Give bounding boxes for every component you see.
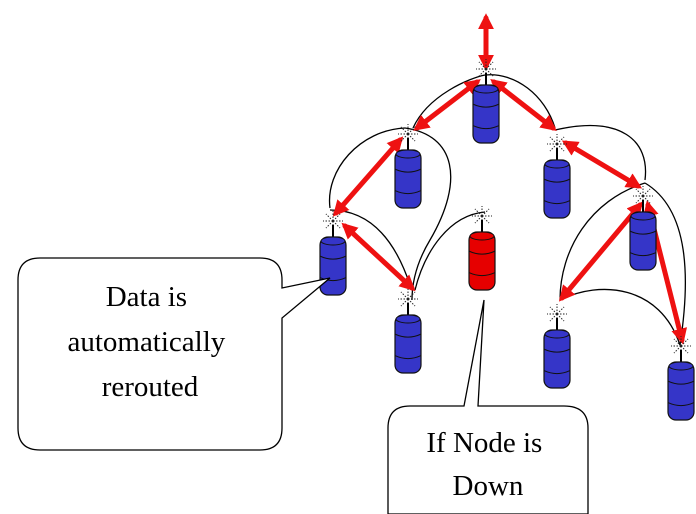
flow-arrow <box>561 140 643 189</box>
node-cap <box>395 314 421 324</box>
node-band <box>667 402 695 407</box>
spark-ray <box>407 298 416 307</box>
node-cylinder-icon <box>319 236 347 296</box>
spark-ray <box>642 188 651 197</box>
flow-arrow <box>341 222 416 292</box>
node-band <box>319 255 347 260</box>
node-cap <box>544 159 570 169</box>
link <box>554 125 647 181</box>
node-band <box>543 348 571 353</box>
link <box>328 127 406 209</box>
callout-rerouted-text: Data is automatically rerouted <box>67 281 232 403</box>
data-flow-arrows <box>332 13 688 345</box>
node-l2-left <box>319 225 347 296</box>
spark-ray <box>635 188 644 197</box>
flow-arrow <box>413 79 481 131</box>
node-band <box>468 272 496 277</box>
node-band <box>543 370 571 375</box>
spark-ray <box>680 345 689 354</box>
node-l1-left <box>394 138 422 209</box>
link <box>414 211 486 291</box>
callout-rerouted-line: Data is <box>106 281 187 313</box>
node-l3-left <box>394 303 422 374</box>
node-l3-right <box>667 350 695 421</box>
node-l1-right <box>543 148 571 219</box>
node-band <box>629 252 657 257</box>
node-cylinder-icon <box>472 84 500 144</box>
spark-ray <box>642 195 651 204</box>
spark-ray <box>635 195 644 204</box>
callout-rerouted-line: automatically <box>67 326 225 358</box>
node-cap <box>395 149 421 159</box>
node-l3-mid <box>543 318 571 389</box>
node-cap <box>630 211 656 221</box>
node-cylinder-icon <box>543 329 571 389</box>
callout-node-down-line: If Node is <box>426 427 542 459</box>
node-band <box>667 380 695 385</box>
node-cylinder-icon <box>468 231 496 291</box>
node-band <box>468 250 496 255</box>
spark-ray <box>400 291 409 300</box>
spark-ray <box>549 136 558 145</box>
node-cylinder-icon <box>629 211 657 271</box>
node-cylinder-icon <box>543 159 571 219</box>
node-root <box>472 73 500 144</box>
spark-ray <box>400 298 409 307</box>
node-cap <box>469 231 495 241</box>
spark-ray <box>673 345 682 354</box>
spark-ray <box>325 220 334 229</box>
callout-rerouted-bubble <box>17 257 331 451</box>
callout-node-down-line: Down <box>453 470 524 502</box>
spark-ray <box>556 143 565 152</box>
node-band <box>394 168 422 173</box>
callout-rerouted-line: rerouted <box>102 371 199 403</box>
callout-node-down-text: If Node is Down <box>426 427 549 502</box>
spark-ray <box>407 133 416 142</box>
flow-arrow <box>332 136 404 217</box>
node-cylinder-icon <box>667 361 695 421</box>
node-cylinder-icon <box>394 314 422 374</box>
spark-ray <box>549 313 558 322</box>
spark-ray <box>332 220 341 229</box>
spark-ray <box>549 143 558 152</box>
node-band <box>472 103 500 108</box>
node-band <box>472 125 500 130</box>
spark-ray <box>474 215 483 224</box>
node-band <box>543 178 571 183</box>
spark-ray <box>556 313 565 322</box>
node-cap <box>544 329 570 339</box>
node-down-l2-down <box>468 220 496 291</box>
spark-ray <box>407 126 416 135</box>
node-band <box>319 277 347 282</box>
node-cylinder-icon <box>394 149 422 209</box>
node-band <box>394 190 422 195</box>
callout-node-down: If Node is Down <box>387 299 589 514</box>
node-band <box>394 355 422 360</box>
link <box>559 288 681 346</box>
node-band <box>629 230 657 235</box>
flow-arrow <box>558 201 644 302</box>
spark-ray <box>556 306 565 315</box>
node-cap <box>473 84 499 94</box>
node-l2-right <box>629 200 657 271</box>
node-cap <box>668 361 694 371</box>
node-cap <box>320 236 346 246</box>
spark-ray <box>481 215 490 224</box>
callout-node-down-bubble <box>387 299 589 514</box>
callout-rerouted: Data is automatically rerouted <box>17 257 331 451</box>
nodes <box>319 73 695 421</box>
node-band <box>394 333 422 338</box>
spark-ray <box>325 213 334 222</box>
spark-ray <box>556 136 565 145</box>
network-links <box>328 74 686 346</box>
spark-ray <box>549 306 558 315</box>
flow-arrow <box>490 79 557 131</box>
node-band <box>543 200 571 205</box>
